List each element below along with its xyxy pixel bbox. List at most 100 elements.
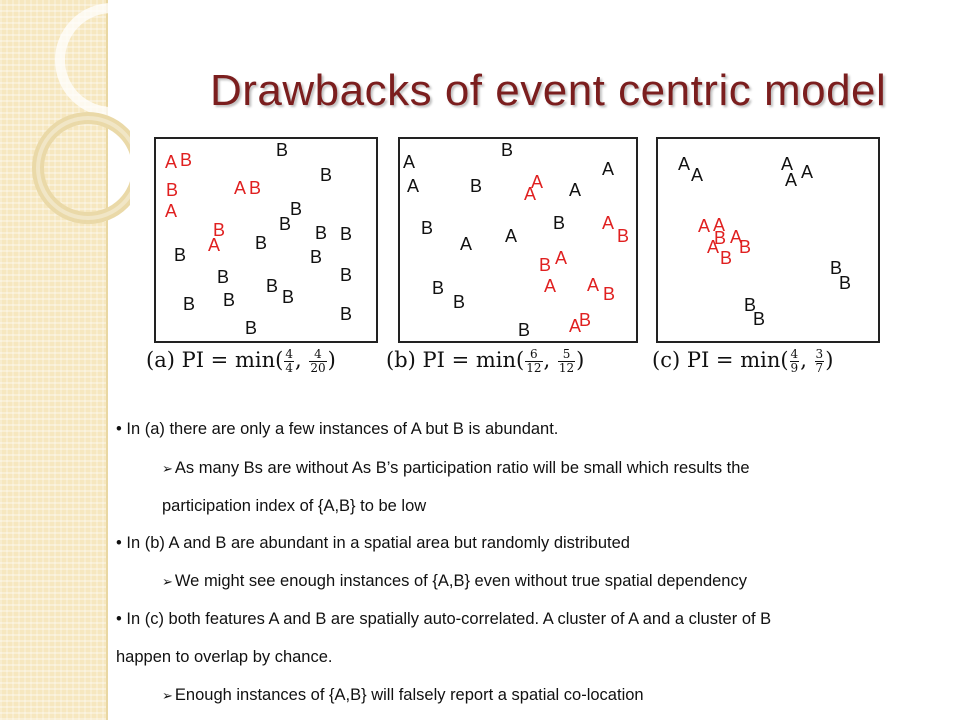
point-a-1: A — [165, 152, 178, 172]
sub-bullet-1: ➢As many Bs are without As B’s participa… — [162, 459, 750, 478]
point-a-3: B — [276, 140, 289, 160]
arrow-bullet-icon: ➢ — [162, 688, 173, 703]
point-c-2: A — [691, 165, 704, 185]
point-a-16: B — [174, 245, 187, 265]
point-c-12: B — [739, 237, 752, 257]
point-a-14: B — [315, 223, 328, 243]
point-a-4: B — [166, 180, 179, 200]
point-b-6: A — [531, 172, 544, 192]
sub-bullet-1-cont: participation index of {A,B} to be low — [162, 497, 426, 516]
point-b-16: A — [555, 248, 568, 268]
point-a-18: B — [340, 265, 353, 285]
page-title: Drawbacks of event centric model — [210, 66, 887, 115]
point-b-18: B — [432, 278, 445, 298]
point-c-4: A — [785, 170, 798, 190]
point-b-12: B — [553, 213, 566, 233]
point-c-9: B — [714, 228, 727, 248]
point-a-24: B — [340, 304, 353, 324]
bullet-text: In (b) A and B are abundant in a spatial… — [126, 534, 630, 552]
point-b-2: A — [407, 176, 420, 196]
point-a-12: B — [279, 214, 292, 234]
point-a-5: A — [234, 178, 247, 198]
decorative-rings-icon — [32, 3, 130, 224]
point-b-23: B — [518, 320, 531, 340]
panel-b: A A B B A A B A B A A B A B B A A B B A … — [398, 137, 638, 343]
point-a-17: B — [310, 247, 323, 267]
point-c-17: B — [753, 309, 766, 329]
point-b-4: B — [470, 176, 483, 196]
point-b-19: B — [453, 292, 466, 312]
point-c-10: A — [707, 237, 720, 257]
sub-bullet-3: ➢Enough instances of {A,B} will falsely … — [162, 686, 644, 705]
point-a-8: A — [165, 201, 178, 221]
arrow-bullet-icon: ➢ — [162, 461, 173, 476]
panel-c: A A A A A A A A B A A B B B B B B — [656, 137, 880, 343]
point-b-22: B — [603, 284, 616, 304]
arrow-bullet-icon: ➢ — [162, 574, 173, 589]
bullet-3-cont: happen to overlap by chance. — [116, 648, 333, 667]
point-c-7: A — [713, 215, 726, 235]
point-a-11: A — [208, 235, 221, 255]
point-b-11: A — [460, 234, 473, 254]
bullet-dot-icon: • — [116, 610, 122, 628]
point-a-6: B — [249, 178, 262, 198]
bullet-text: In (c) both features A and B are spatial… — [126, 610, 772, 628]
sub-bullet-2: ➢We might see enough instances of {A,B} … — [162, 572, 747, 591]
point-a-19: B — [217, 267, 230, 287]
point-a-23: B — [183, 294, 196, 314]
point-b-1: A — [403, 152, 416, 172]
bullet-1: • In (a) there are only a few instances … — [116, 420, 558, 439]
bullet-text: As many Bs are without As B’s participat… — [174, 459, 750, 477]
point-a-25: B — [245, 318, 258, 338]
sidebar-divider — [106, 0, 108, 720]
panel-a: A B B B A B B A B B A B B B B B B B B B … — [154, 137, 378, 343]
point-a-13: B — [255, 233, 268, 253]
point-a-10: B — [213, 220, 226, 240]
bullet-text: We might see enough instances of {A,B} e… — [174, 572, 747, 590]
bullet-dot-icon: • — [116, 534, 122, 552]
point-c-16: B — [744, 295, 757, 315]
point-a-22: B — [223, 290, 236, 310]
bullet-text: Enough instances of {A,B} will falsely r… — [174, 686, 644, 704]
point-a-2: B — [180, 150, 193, 170]
point-c-13: B — [720, 248, 733, 268]
point-b-14: B — [617, 226, 630, 246]
point-b-25: A — [569, 316, 582, 336]
point-c-5: A — [801, 162, 814, 182]
point-b-24: B — [579, 310, 592, 330]
point-a-21: B — [282, 287, 295, 307]
bullet-3: • In (c) both features A and B are spati… — [116, 610, 771, 629]
point-b-17: A — [602, 213, 615, 233]
point-b-10: A — [602, 159, 615, 179]
point-a-9: B — [290, 199, 303, 219]
point-a-7: B — [320, 165, 333, 185]
point-c-8: A — [730, 227, 743, 247]
bullet-dot-icon: • — [116, 420, 122, 438]
point-b-3: B — [501, 140, 514, 160]
point-c-6: A — [698, 216, 711, 236]
point-c-14: B — [830, 258, 843, 278]
bullet-text: In (a) there are only a few instances of… — [126, 420, 559, 438]
point-a-15: B — [340, 224, 353, 244]
point-b-5: A — [524, 184, 537, 204]
point-b-13: A — [505, 226, 518, 246]
point-c-1: A — [678, 154, 691, 174]
point-a-20: B — [266, 276, 279, 296]
bullet-text: happen to overlap by chance. — [116, 648, 333, 666]
point-b-21: A — [587, 275, 600, 295]
point-c-3: A — [781, 154, 794, 174]
bullet-2: • In (b) A and B are abundant in a spati… — [116, 534, 630, 553]
point-c-15: B — [839, 273, 852, 293]
bullet-text: participation index of {A,B} to be low — [162, 497, 427, 515]
point-b-9: B — [421, 218, 434, 238]
point-b-20: A — [544, 276, 557, 296]
